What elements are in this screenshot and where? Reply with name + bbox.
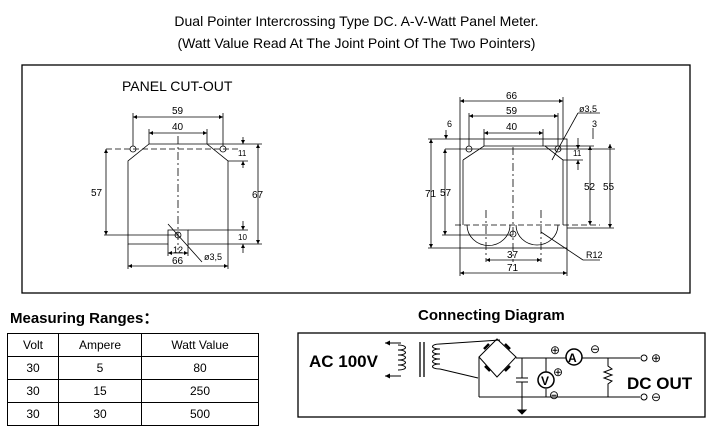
connecting-diagram-heading: Connecting Diagram (418, 307, 565, 324)
ac-input-label: AC 100V (309, 352, 379, 371)
table-header-row: Volt Ampere Watt Value (7, 333, 259, 357)
table-row: 30 5 80 (7, 356, 259, 380)
dc-plus-sign: ⊕ (651, 351, 661, 365)
drawing-frame (21, 64, 691, 294)
dim-hole: ø3,5 (579, 104, 597, 114)
dim-40: 40 (172, 122, 184, 133)
cell-watt: 80 (141, 356, 259, 380)
cell-ampere: 30 (58, 402, 142, 426)
measuring-ranges-heading: Measuring Ranges： (10, 310, 159, 327)
header-watt: Watt Value (141, 333, 259, 357)
resistor-icon (602, 358, 614, 397)
dim-66: 66 (172, 256, 184, 267)
dim-10: 10 (238, 233, 247, 242)
plus-sign: ⊕ (550, 343, 560, 357)
table-row: 30 15 250 (7, 379, 259, 403)
ammeter-label: A (568, 351, 577, 365)
dim-59: 59 (172, 106, 184, 117)
cell-volt: 30 (7, 379, 59, 403)
dim-67: 67 (252, 190, 264, 201)
panel-cutout-label: PANEL CUT-OUT (122, 78, 233, 94)
circuit (385, 338, 648, 415)
minus-sign: ⊖ (590, 342, 600, 356)
measuring-ranges-table: Volt Ampere Watt Value 30 5 80 30 15 250… (7, 333, 259, 426)
dc-minus-sign: ⊖ (651, 390, 661, 404)
cell-volt: 30 (7, 356, 59, 380)
dim-52: 52 (584, 182, 596, 193)
dim-37: 37 (507, 250, 519, 261)
voltmeter-label: V (541, 374, 549, 388)
dim-hole: ø3,5 (204, 252, 222, 262)
minus-sign: ⊖ (549, 388, 559, 402)
panel-cutout-drawing (104, 113, 262, 269)
dim-40: 40 (506, 122, 518, 133)
dim-57: 57 (91, 188, 103, 199)
dim-r12: R12 (586, 250, 603, 260)
cell-ampere: 15 (58, 379, 142, 403)
secondary-coil-icon (432, 343, 441, 370)
dim-57: 57 (440, 188, 452, 199)
header-ampere: Ampere (58, 333, 142, 357)
outline-drawing (428, 97, 615, 276)
dc-output-label: DC OUT (627, 374, 693, 393)
primary-coil-icon (397, 344, 406, 371)
dim-12: 12 (173, 245, 183, 255)
cutout-dimension-labels: 59 40 57 67 11 10 12 66 ø3,5 (91, 106, 264, 267)
dim-6: 6 (447, 119, 452, 129)
plus-sign: ⊕ (553, 365, 563, 379)
bridge-rectifier-icon (478, 338, 517, 378)
header-volt: Volt (7, 333, 59, 357)
dim-11: 11 (573, 149, 582, 158)
voltmeter-icon (537, 371, 555, 389)
dim-3: 3 (592, 119, 597, 129)
dim-71-bottom: 71 (507, 263, 519, 274)
cell-watt: 500 (141, 402, 259, 426)
title-line-2: (Watt Value Read At The Joint Point Of T… (177, 35, 536, 51)
dim-55: 55 (603, 182, 615, 193)
dim-71-left: 71 (425, 189, 437, 200)
ammeter-icon (565, 348, 583, 366)
title-line-1: Dual Pointer Intercrossing Type DC. A-V-… (174, 13, 539, 29)
outline-dimension-labels: 66 59 40 6 3 ø3,5 71 57 11 52 55 R12 37 … (425, 91, 615, 274)
dim-59: 59 (506, 106, 518, 117)
dim-66: 66 (506, 91, 518, 102)
diagram-frame (297, 332, 706, 418)
table-row: 30 30 500 (7, 402, 259, 426)
cell-volt: 30 (7, 402, 59, 426)
dim-11: 11 (238, 149, 247, 158)
cell-watt: 250 (141, 379, 259, 403)
cell-ampere: 5 (58, 356, 142, 380)
